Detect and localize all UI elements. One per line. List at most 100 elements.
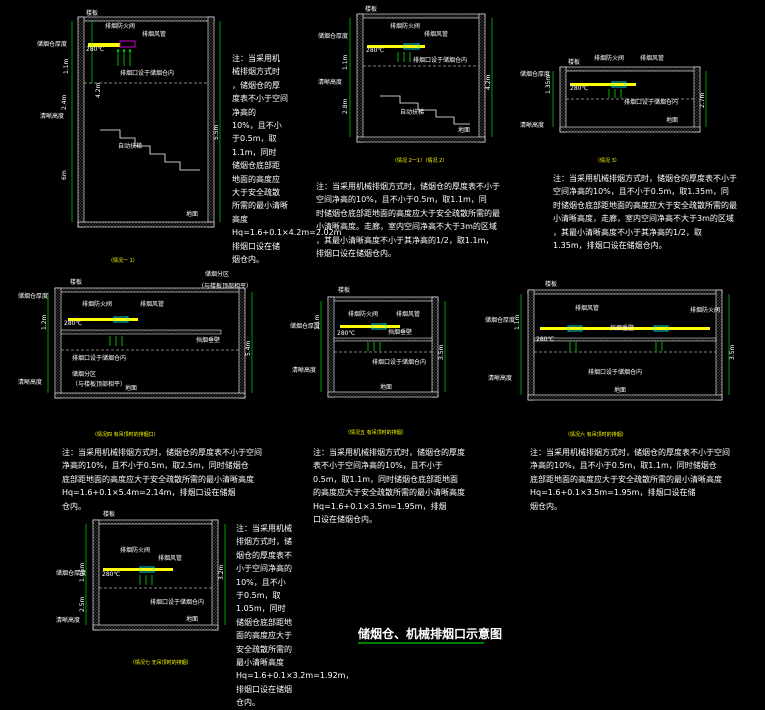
label-fire-damper: 排烟防火阀 — [690, 306, 720, 314]
dim-2-mid: 2.8m — [342, 98, 349, 114]
label-smoke-barrier: 挡烟垂壁 — [388, 328, 412, 336]
label-clear-height: 清晰高度 — [18, 378, 42, 386]
ceiling-slab — [327, 296, 439, 302]
label-note-open: （与楼板顶部相平） — [198, 282, 252, 290]
drawing-canvas: 楼板 储烟仓厚度 排烟防火阀 排烟风管 280℃ 排烟口设于储烟仓内 清晰高度 … — [18, 5, 736, 666]
label-fire-damper: 排烟防火阀 — [348, 310, 378, 318]
note-6: 注：当采用机械排烟方式时，储烟仓的厚度表不小于空间 净高的10%，且不小于0.5… — [530, 448, 730, 511]
label-smoke-thickness: 储烟仓厚度 — [485, 316, 515, 324]
label-ceiling: 楼板 — [70, 278, 82, 286]
caption-6: （情况六 有吊顶时的排烟） — [565, 431, 627, 438]
label-clear-height: 清晰高度 — [318, 78, 342, 86]
label-exhaust-outlet: 排烟口设于储烟仓内 — [150, 598, 204, 606]
dim-7-a: 1.05m — [79, 563, 86, 582]
suspended-ceiling — [60, 329, 222, 335]
exhaust-duct — [540, 327, 710, 330]
label-temp: 280℃ — [86, 46, 104, 53]
label-fire-damper: 排烟防火阀 — [105, 22, 135, 30]
label-fire-damper: 排烟防火阀 — [390, 22, 420, 30]
exhaust-duct — [68, 318, 138, 321]
label-exhaust-duct: 排烟风管 — [142, 30, 166, 38]
label-smoke-thickness: 储烟仓厚度 — [290, 322, 320, 330]
label-ceiling: 楼板 — [86, 9, 98, 17]
dim-5-b: 3.5m — [438, 344, 445, 360]
label-floor: 地面 — [186, 210, 198, 218]
label-clear-height: 清晰高度 — [40, 112, 64, 120]
label-ceiling: 楼板 — [365, 5, 377, 13]
label-stair: 自动扶梯 — [118, 142, 142, 150]
label-clear-height: 清晰高度 — [292, 366, 316, 374]
fire-damper-2 — [653, 325, 669, 332]
label-fire-damper: 排烟防火阀 — [594, 54, 624, 62]
label-ceiling: 楼板 — [568, 58, 580, 66]
dim-4-b: 5.4m — [245, 340, 252, 356]
fire-damper — [119, 40, 136, 48]
left-wall — [559, 66, 567, 133]
floor-slab — [92, 624, 219, 631]
diagram-6: 楼板 储烟仓厚度 排烟风管 排烟防火阀 280℃ 挡烟垂壁 排烟口设于储烟仓内 … — [485, 280, 736, 438]
floor-slab — [54, 392, 246, 399]
drawing-title: 储烟仓、机械排烟口示意图 — [358, 626, 502, 641]
dim-3-b: 2.7m — [699, 92, 706, 108]
fire-damper — [567, 325, 583, 332]
floor-slab — [327, 391, 439, 398]
label-temp: 280℃ — [337, 330, 355, 337]
exhaust-duct — [88, 43, 120, 47]
label-exhaust-outlet: 排烟口设于储烟仓内 — [72, 354, 126, 362]
ceiling-slab — [559, 66, 701, 72]
dim-3-a: 1.35m — [545, 75, 552, 94]
label-exhaust-duct: 排烟风管 — [640, 54, 664, 62]
fire-damper — [403, 43, 420, 50]
left-wall — [356, 13, 364, 143]
label-exhaust-outlet: 排烟口设于储烟仓内 — [413, 56, 467, 64]
left-wall — [527, 289, 535, 401]
ceiling-slab — [77, 16, 215, 22]
exhaust-duct — [570, 83, 636, 86]
suspended-ceiling — [333, 337, 433, 342]
label-note-open-2: （与楼板顶部相平） — [72, 380, 126, 388]
label-exhaust-outlet: 排烟口设于储烟仓内 — [624, 98, 678, 106]
label-exhaust-outlet: 排烟口设于储烟仓内 — [372, 358, 426, 366]
dim-5-a: 1.1m — [314, 314, 321, 330]
label-floor: 地面 — [380, 383, 392, 391]
ceiling-slab — [527, 289, 723, 295]
label-clear-height: 清晰高度 — [520, 121, 544, 129]
note-4: 注：当采用机械排烟方式时，储烟仓的厚度表不小于空间 净高的10%，且不小于0.5… — [62, 448, 262, 511]
label-exhaust-outlet: 排烟口设于储烟仓内 — [120, 69, 174, 77]
caption-1: （情况一 1） — [108, 257, 138, 264]
dim-1-h2: 6m — [61, 170, 68, 180]
note-5: 注：当采用机械排烟方式时，储烟仓的厚度 表不小于空间净高的10%，且不小于 0.… — [313, 448, 465, 525]
dim-4-a: 1.2m — [41, 314, 48, 330]
left-wall — [77, 16, 85, 228]
floor-slab — [77, 221, 215, 228]
ceiling-slab — [92, 519, 219, 525]
note-3: 注：当采用机械排烟方式时，储烟仓的厚度表不小于 空间净高的10%，且不小于0.5… — [553, 174, 737, 251]
caption-4: （情况四 有吊顶时的排烟口） — [92, 431, 159, 438]
note-2: 注：当采用机械排烟方式时，储烟仓的厚度表不小于 空间净高的10%，且不小于0.5… — [316, 182, 500, 259]
exhaust-duct — [103, 568, 173, 571]
dim-1-h1: 2.4m — [61, 94, 68, 110]
label-temp: 280℃ — [102, 571, 120, 578]
label-floor: 地面 — [186, 615, 198, 623]
label-smoke-barrier: 挡烟垂壁 — [610, 324, 634, 332]
caption-7: （情况七 无吊顶时的排烟） — [130, 659, 192, 666]
dim-2-right: 4.2m — [485, 74, 492, 90]
label-exhaust-duct: 排烟风管 — [424, 30, 448, 38]
label-smoke-thickness: 储烟仓厚度 — [56, 569, 86, 577]
dim-1-right: 5.5m — [213, 124, 220, 140]
label-fire-damper: 排烟防火阀 — [120, 546, 150, 554]
label-clear-height: 清晰高度 — [488, 374, 512, 382]
label-fire-damper: 排烟防火阀 — [82, 300, 112, 308]
label-exhaust-duct: 排烟风管 — [158, 554, 182, 562]
label-ceiling: 楼板 — [338, 286, 350, 294]
suspended-ceiling — [533, 337, 717, 342]
label-temp: 280℃ — [366, 47, 384, 54]
note-7: 注：当采用机械 排烟方式时，储 烟仓的厚度表不 小于空间净高的 10%，且不小 … — [236, 524, 354, 708]
diagram-5: 楼板 储烟仓厚度 排烟防火阀 排烟风管 280℃ 挡烟垂壁 排烟口设于储烟仓内 … — [290, 286, 446, 436]
label-exhaust-outlet: 排烟口设于储烟仓内 — [588, 368, 642, 376]
dim-2-top: 1.1m — [342, 54, 349, 70]
fire-damper — [611, 81, 627, 88]
left-wall — [327, 296, 335, 398]
exhaust-duct — [340, 325, 400, 328]
label-exhaust-duct: 排烟风管 — [140, 300, 164, 308]
